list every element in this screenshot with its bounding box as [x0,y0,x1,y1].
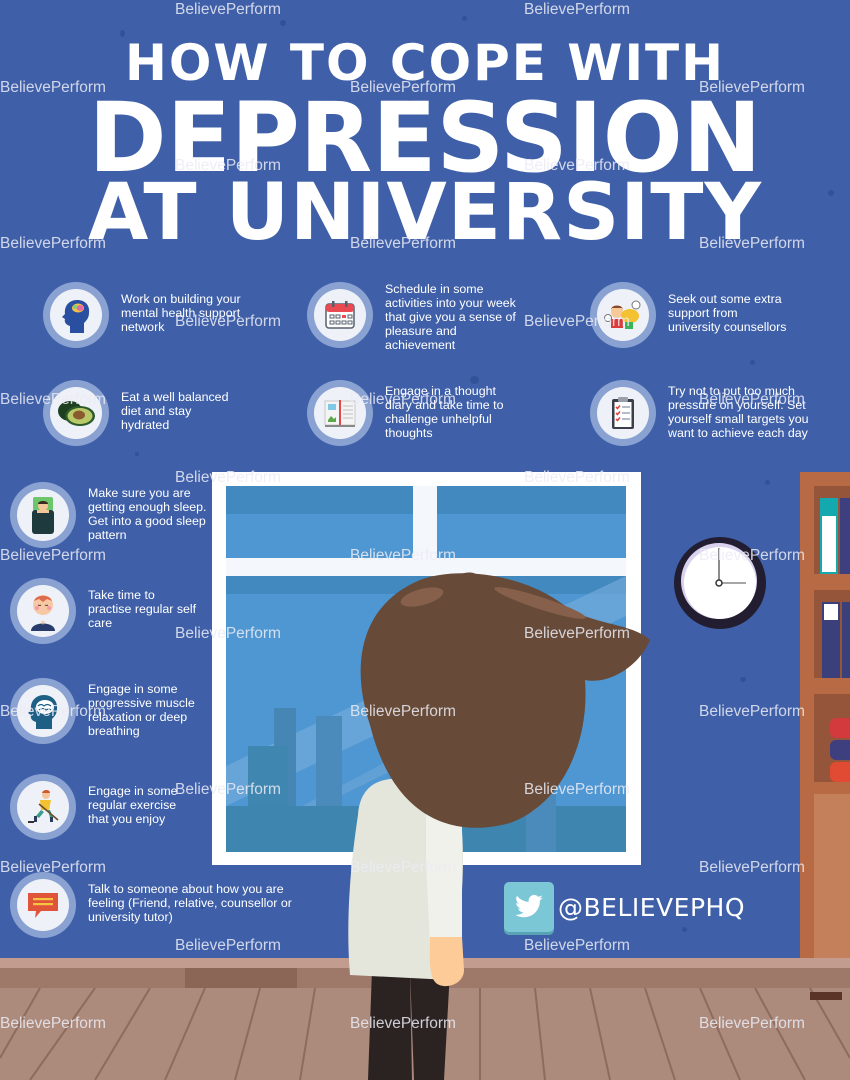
tip-text: Try not to put too much pressure on your… [668,384,809,440]
calendar-icon [314,289,366,341]
tip-text: Schedule in some activities into your we… [385,282,516,352]
counsellor-icon [597,289,649,341]
tip-self-care: Take time to practise regular self care [10,578,198,644]
tip-text: Talk to someone about how you are feelin… [88,882,292,924]
tip-pressure: Try not to put too much pressure on your… [590,380,813,446]
window-pane [226,486,413,558]
clock-icon [674,537,766,629]
tip-talk-to-someone: Talk to someone about how you are feelin… [10,872,298,938]
window-pane [437,486,626,558]
tip-schedule-activities: Schedule in some activities into your we… [307,282,520,352]
tip-text: Engage in some regular exercise that you… [88,784,178,826]
head-brain-icon [50,289,102,341]
tip-thought-diary: Engage in a thought diary and take time … [307,380,510,446]
tip-counsellors: Seek out some extra support from univers… [590,282,788,348]
hockey-player-icon [17,781,69,833]
window-frame [413,486,437,558]
tip-text: Make sure you are getting enough sleep. … [88,486,207,542]
tip-exercise: Engage in some regular exercise that you… [10,774,198,840]
tip-text: Engage in some progressive muscle relaxa… [88,682,195,738]
tip-sleep: Make sure you are getting enough sleep. … [10,482,208,548]
title-line-2: DEPRESSION [88,82,762,194]
bookshelf [800,472,850,992]
twitter-handle-text: @BELIEVEPHQ [558,892,745,922]
tip-text: Work on building your mental health supp… [121,292,241,334]
meditating-person-icon [17,585,69,637]
tip-text: Engage in a thought diary and take time … [385,384,504,440]
bookshelf-foot [810,992,842,1000]
tip-text: Take time to practise regular self care [88,588,197,630]
twitter-icon[interactable] [504,882,554,932]
tip-support-network: Work on building your mental health supp… [43,282,241,348]
brain-head-icon [17,685,69,737]
window-frame [226,558,626,576]
tip-text: Eat a well balanced diet and stay hydrat… [121,390,229,432]
clipboard-checklist-icon [597,387,649,439]
sleeping-person-icon [17,489,69,541]
avocado-icon [50,387,102,439]
title-line-3: AT UNIVERSITY [88,168,762,258]
tip-relaxation: Engage in some progressive muscle relaxa… [10,678,208,744]
twitter-handle[interactable]: @BELIEVEPHQ [504,882,745,932]
speech-bubble-icon [17,879,69,931]
diary-icon [314,387,366,439]
title-line-1: HOW TO COPE WITH [124,34,726,92]
tip-text: Seek out some extra support from univers… [668,292,787,334]
student-figure [348,572,650,1080]
tip-diet: Eat a well balanced diet and stay hydrat… [43,380,241,446]
